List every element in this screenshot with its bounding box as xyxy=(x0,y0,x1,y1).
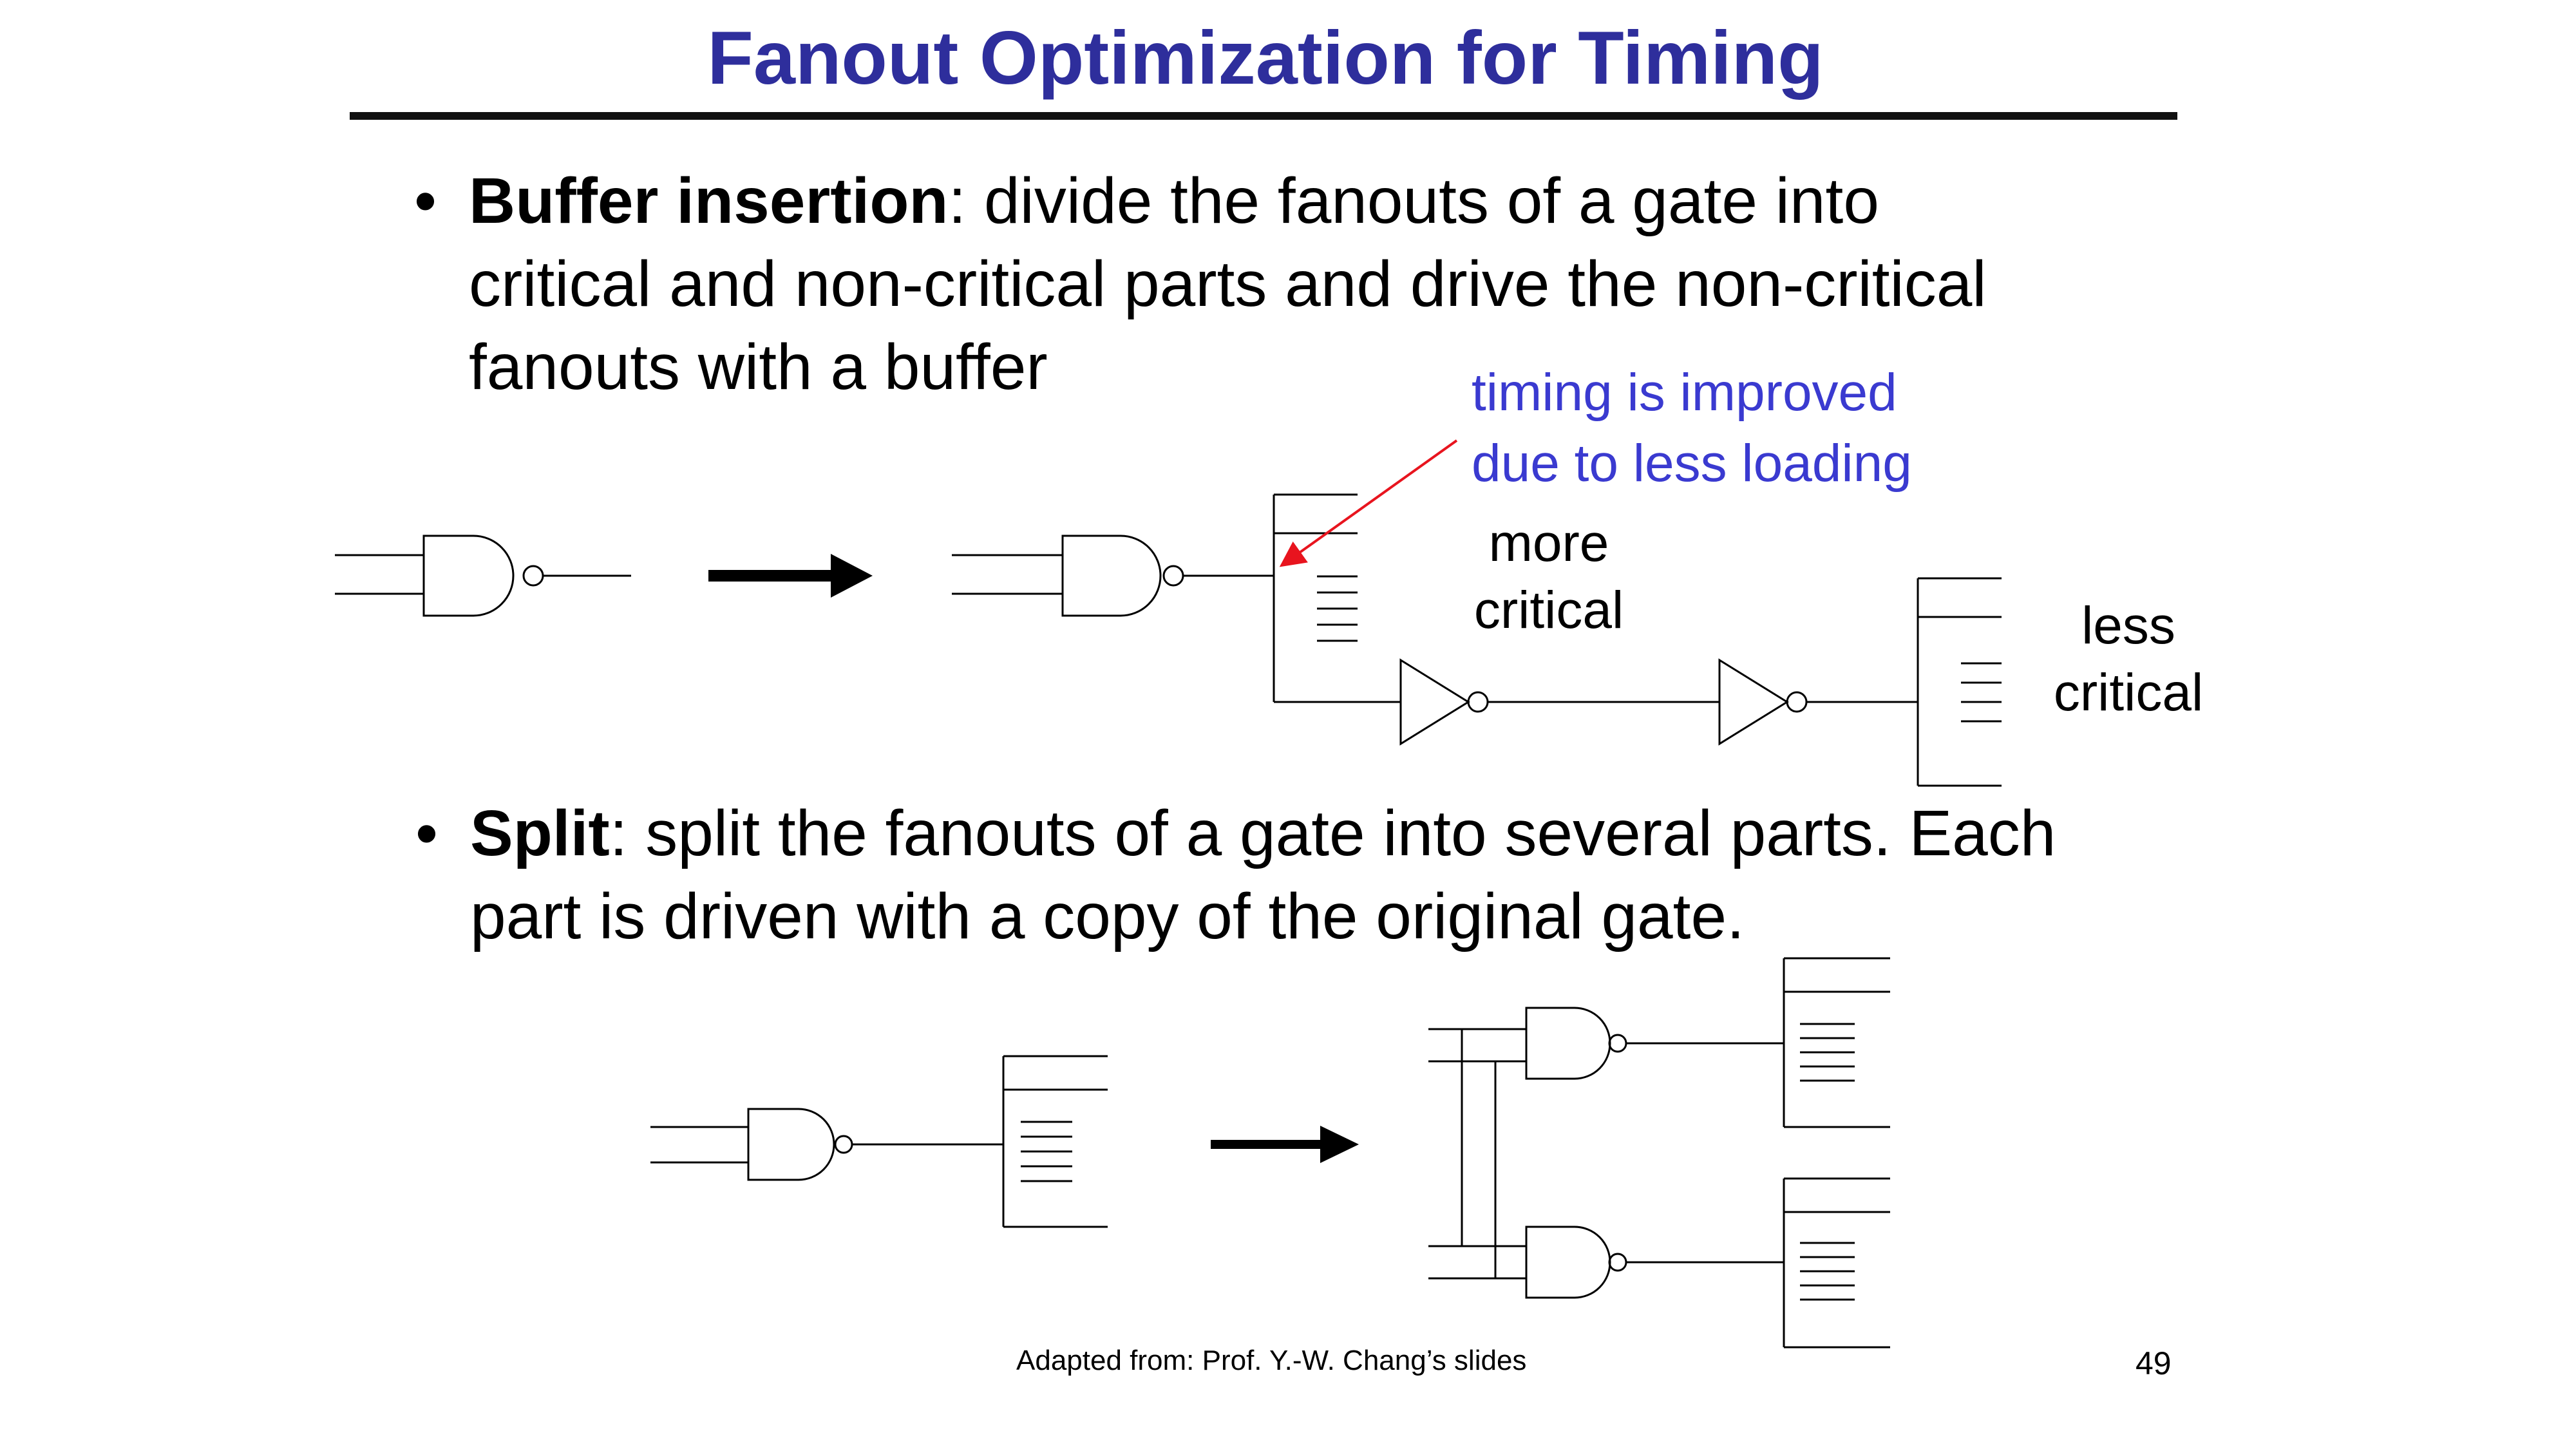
split-input-bus xyxy=(1428,1028,1526,1280)
bullet-split: • Split: split the fanouts of a gate int… xyxy=(415,792,2056,958)
non-critical-fanout-block xyxy=(1917,577,2002,787)
title-divider xyxy=(350,112,2177,120)
annotation-arrow xyxy=(1279,439,1458,567)
transform-arrow-2 xyxy=(1211,1126,1359,1163)
bullet-line-3: fanouts with a buffer xyxy=(469,331,1048,403)
nand-gate-split-original xyxy=(650,1108,1003,1181)
buffer-chain xyxy=(1274,658,1918,746)
timing-note-line-1: timing is improved xyxy=(1472,363,1897,422)
timing-note: timing is improved due to less loading xyxy=(1472,357,1912,499)
nand-gate-original xyxy=(335,535,631,617)
nand-gate-copy-1 xyxy=(1525,1007,1784,1080)
bullet-buffer-insertion: • Buffer insertion: divide the fanouts o… xyxy=(414,160,1987,409)
bullet-line-1: Split: split the fanouts of a gate into … xyxy=(470,792,2056,875)
bullet-term: Buffer insertion xyxy=(469,165,949,237)
critical-fanout-block xyxy=(1273,493,1358,702)
bullet-line-2: part is driven with a copy of the origin… xyxy=(470,880,1745,952)
bullet-line-2: critical and non-critical parts and driv… xyxy=(469,248,1987,320)
bullet-dot-icon: • xyxy=(414,165,437,237)
bullet-text: : split the fanouts of a gate into sever… xyxy=(609,797,2056,869)
timing-note-line-2: due to less loading xyxy=(1472,434,1912,493)
split-fanout-block-2 xyxy=(1783,1177,1890,1349)
page-number: 49 xyxy=(2136,1345,2172,1381)
bullet-term: Split xyxy=(470,797,610,869)
bullet-text: : divide the fanouts of a gate into xyxy=(948,165,1879,237)
footer-credit: Adapted from: Prof. Y.-W. Chang’s slides xyxy=(1016,1345,1527,1376)
bullet-line-1: Buffer insertion: divide the fanouts of … xyxy=(469,160,1987,243)
transform-arrow-1 xyxy=(708,554,873,598)
split-fanout-block-1 xyxy=(1783,957,1890,1128)
nand-gate-buffered xyxy=(952,535,1274,617)
more-critical-label: more critical xyxy=(1473,514,1624,639)
slide-title: Fanout Optimization for Timing xyxy=(707,15,1824,100)
less-critical-label: less critical xyxy=(2053,596,2204,722)
split-original-fanout-block xyxy=(1002,1055,1108,1228)
bullet-dot-icon: • xyxy=(415,797,439,869)
nand-gate-copy-2 xyxy=(1525,1226,1784,1299)
